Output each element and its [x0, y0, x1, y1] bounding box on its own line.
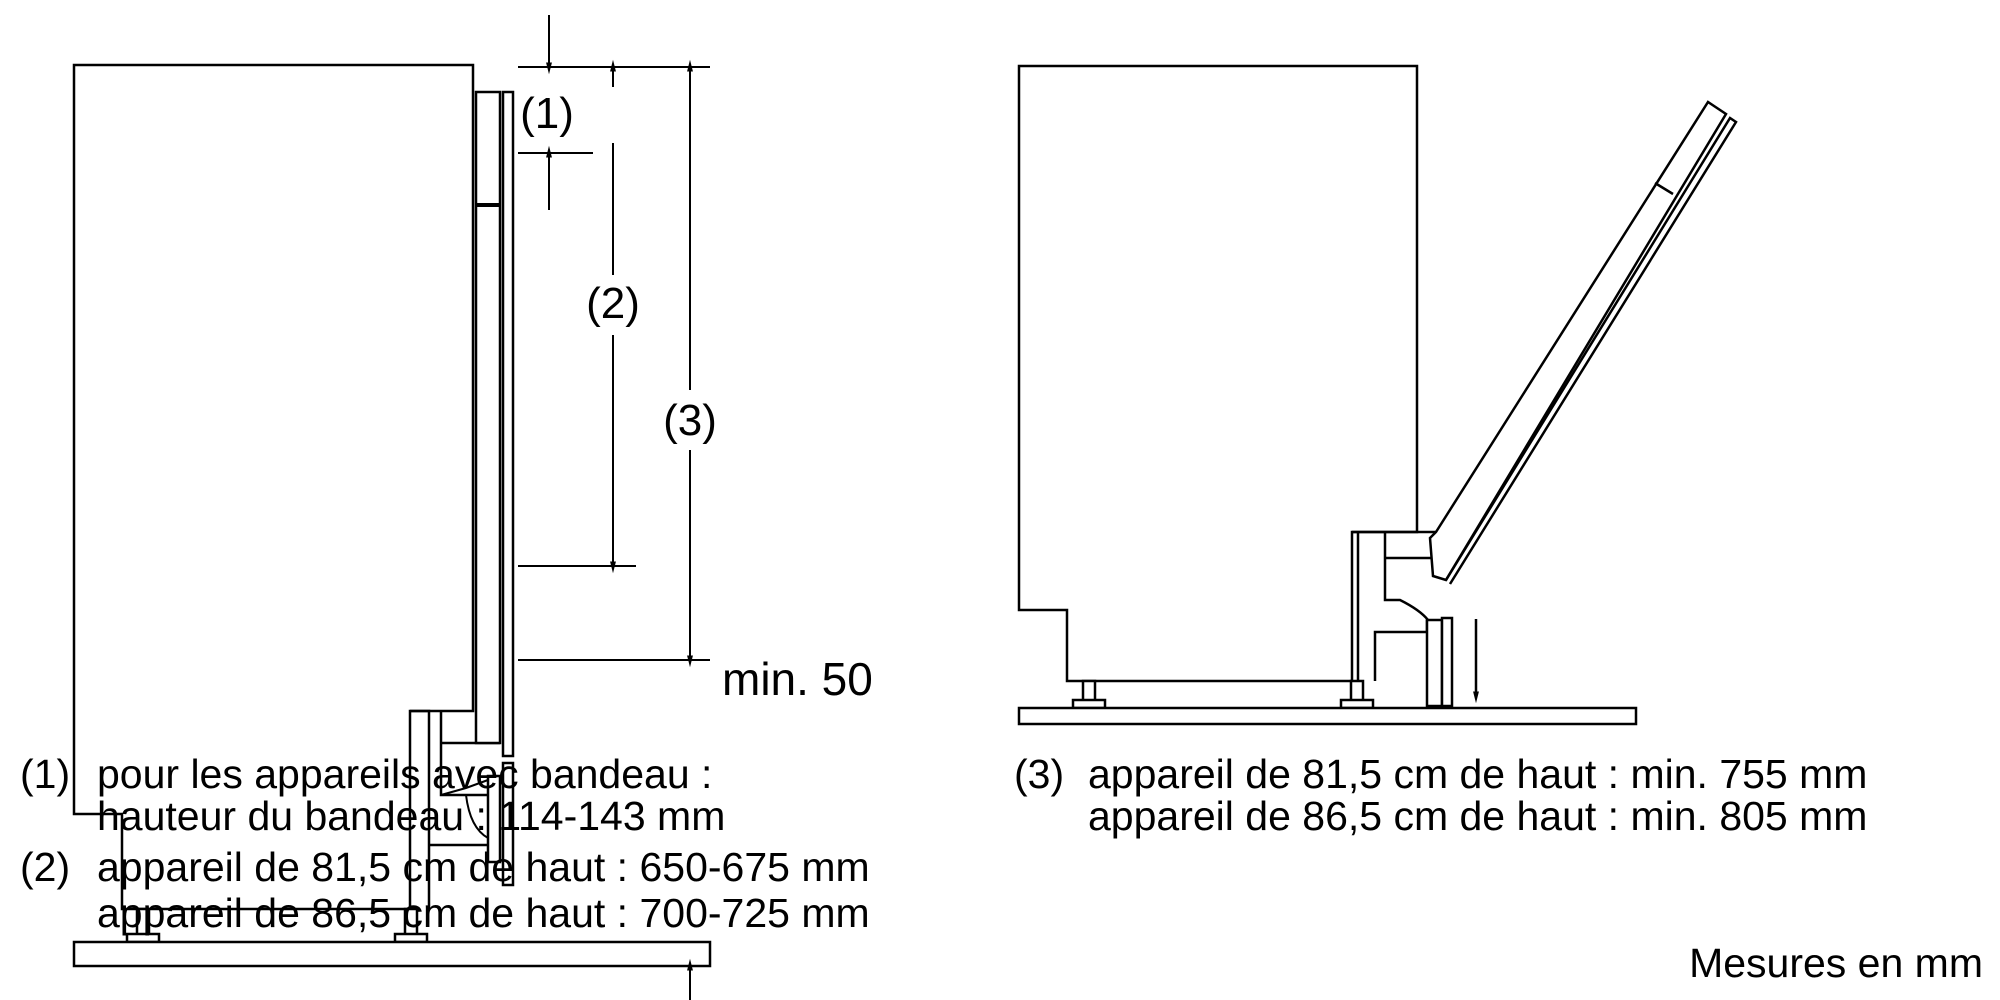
- left-dishwasher-diagram: (1) (2) (3) min. 50: [72, 15, 873, 1000]
- legend-num-2: (2): [20, 844, 70, 890]
- door-front-upper: [501, 90, 515, 758]
- legend-text-3b: appareil de 86,5 cm de haut : min. 805 m…: [1088, 793, 1867, 839]
- dimension-label-2: (2): [586, 279, 640, 328]
- door-front-lower: [1440, 616, 1454, 708]
- legend-text-3a: appareil de 81,5 cm de haut : min. 755 m…: [1088, 751, 1867, 797]
- bandeau-divider: [1654, 181, 1674, 196]
- legend-text-2b: appareil de 86,5 cm de haut : 700-725 mm: [97, 890, 870, 936]
- plinth-knob: [486, 774, 502, 864]
- dimension-label-3: (3): [663, 396, 717, 445]
- cabinet-base-piece: [410, 709, 500, 909]
- right-dishwasher-diagram: [1017, 64, 1738, 726]
- door-front-lower: [501, 761, 515, 887]
- floor: [72, 940, 712, 968]
- legend-text-2a: appareil de 81,5 cm de haut : 650-675 mm: [97, 844, 870, 890]
- legend-num-1: (1): [20, 751, 70, 797]
- floor: [1017, 706, 1638, 726]
- door-tilted-outer: [1428, 100, 1728, 582]
- hinge-bracket: [440, 779, 489, 839]
- legend-text-1a: pour les appareils avec bandeau :: [97, 751, 712, 797]
- legend-right: (3) appareil de 81,5 cm de haut : min. 7…: [1014, 751, 1867, 839]
- panel-strip: [474, 90, 502, 745]
- legend-left: (1) pour les appareils avec bandeau : ha…: [20, 751, 870, 936]
- cabinet-base-piece: [1352, 530, 1445, 681]
- plinth-knob: [1425, 618, 1444, 708]
- legend-text-1b: hauteur du bandeau : 114-143 mm: [97, 793, 725, 839]
- units-note: Mesures en mm: [1689, 940, 1983, 986]
- legend-num-3: (3): [1014, 751, 1064, 797]
- min-50-label: min. 50: [722, 653, 873, 705]
- door-tilted-inner: [1444, 116, 1738, 585]
- dimension-label-1: (1): [520, 89, 574, 138]
